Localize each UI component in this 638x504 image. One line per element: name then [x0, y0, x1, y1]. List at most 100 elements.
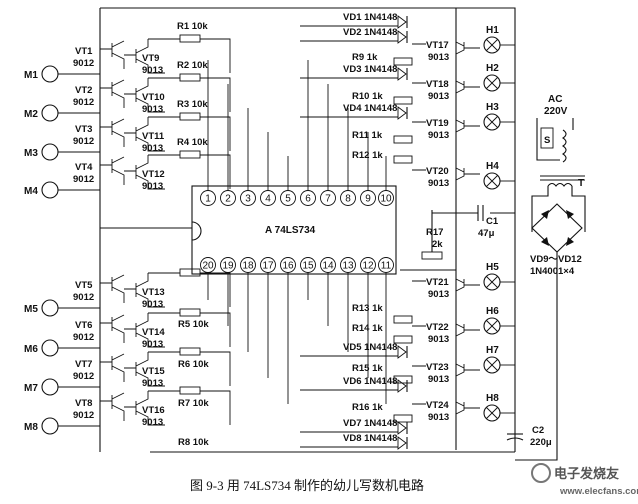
lamp-cross	[486, 175, 498, 187]
capacitor-c2: C2 220μ	[506, 425, 552, 448]
resistor-label: R15 1k	[352, 363, 383, 374]
push-button-icon	[41, 65, 59, 83]
transistor-symbol	[124, 391, 165, 426]
chip-pin-top	[320, 190, 336, 206]
transistor-symbol	[412, 36, 480, 55]
resistor-body	[179, 386, 201, 395]
transistor-type: 9012	[73, 174, 94, 185]
lamp-label: H7	[486, 345, 499, 356]
transistor-symbol	[124, 117, 165, 152]
diode-symbol	[397, 30, 407, 44]
lamp-label: H3	[486, 102, 499, 113]
chip-notch	[191, 221, 202, 241]
bridge-part: 1N4001×4	[530, 266, 575, 277]
diode-symbol	[397, 436, 407, 450]
transistor-type: 9013	[142, 378, 163, 389]
transistor-name: VT23	[426, 362, 449, 373]
lamp-label: H4	[486, 161, 499, 172]
diode-label: VD2 1N4148	[343, 27, 397, 38]
transistor-name: VT17	[426, 40, 449, 51]
resistor-label: R16 1k	[352, 402, 383, 413]
chip-pin-bottom-number: 16	[282, 261, 294, 272]
lamp-label: H2	[486, 63, 499, 74]
bridge-wire-b	[571, 186, 586, 232]
transistor-name: VT24	[426, 400, 449, 411]
chip-pin-bottom-number: 13	[342, 261, 354, 272]
chip-pin-bottom-number: 14	[322, 261, 334, 272]
switch-label: S	[544, 135, 550, 146]
transistor-symbol	[124, 155, 165, 190]
transistor-type: 9013	[142, 143, 163, 154]
transistor-type: 9012	[73, 97, 94, 108]
transistor-type: 9012	[73, 136, 94, 147]
chip-pin-top-number: 6	[305, 194, 311, 205]
chip-pin-top	[300, 190, 316, 206]
transistor-name: VT20	[426, 166, 449, 177]
wiring	[99, 7, 516, 453]
transistor-symbol	[412, 318, 480, 337]
chip-label: A 74LS734	[265, 225, 316, 236]
transistor-type: 9013	[142, 339, 163, 350]
transistor-name: VT5	[75, 280, 93, 291]
transistor-symbol	[100, 118, 125, 147]
chip-pin-bottom	[220, 257, 236, 273]
bridge-output	[515, 252, 558, 461]
resistor-label: R10 1k	[352, 91, 383, 102]
transistor-name: VT22	[426, 322, 449, 333]
chip-pin-top-number: 2	[225, 194, 231, 205]
chip-pin-top	[240, 190, 256, 206]
transistor-name: VT3	[75, 124, 92, 135]
ac-wire-a	[536, 118, 560, 161]
chip-pin-top-number: 8	[345, 194, 351, 205]
power-supply: AC 220V S T VD9～VD12 1N4001×4	[515, 94, 586, 461]
c1-name: C1	[486, 216, 499, 227]
transistor-type: 9013	[142, 299, 163, 310]
transistor-symbol	[100, 314, 125, 343]
bridge-diode-2	[566, 210, 574, 219]
chip-pin-top	[200, 190, 216, 206]
lamp-label: H6	[486, 306, 499, 317]
transistor-name: VT10	[142, 92, 165, 103]
transistor-type: 9013	[142, 65, 163, 76]
resistor-r17: R17 2k	[421, 227, 443, 260]
push-button-icon	[41, 181, 59, 199]
lamp-label: H8	[486, 393, 499, 404]
transistor-type: 9012	[73, 292, 94, 303]
resistor-body	[393, 414, 413, 423]
transistor-name: VT6	[75, 320, 92, 331]
transistor-type: 9013	[428, 130, 449, 141]
button-label: M4	[24, 186, 38, 197]
transistor-type: 9012	[73, 371, 94, 382]
resistor-label: R6 10k	[178, 359, 209, 370]
transistor-name: VT9	[142, 53, 159, 64]
transistor-name: VT19	[426, 118, 449, 129]
lamp-cross	[486, 407, 498, 419]
chip-pin-bottom-number: 20	[202, 261, 214, 272]
lamp-cross	[486, 320, 498, 332]
capacitor-c1: C1 47μ	[477, 205, 499, 239]
push-button-icon	[41, 339, 59, 357]
ac-voltage: 220V	[544, 106, 568, 117]
chip-pin-top	[360, 190, 376, 206]
transistor-name: VT16	[142, 405, 165, 416]
resistor-body	[179, 73, 201, 82]
resistor-wire	[148, 390, 231, 425]
resistor-body	[179, 268, 201, 277]
bridge-diode-4	[566, 237, 574, 246]
transistor-symbol	[100, 392, 125, 421]
diode-label: VD1 1N4148	[343, 12, 397, 23]
transistor-name: VT8	[75, 398, 92, 409]
transistor-type: 9013	[428, 374, 449, 385]
bridge-diode-3	[541, 237, 549, 246]
transistor-type: 9012	[73, 410, 94, 421]
resistor-body	[393, 96, 413, 105]
bridge-name: VD9～VD12	[530, 254, 582, 265]
lamp-cross	[486, 276, 498, 288]
watermark-logo-icon	[531, 463, 551, 483]
resistor-wire	[148, 77, 231, 112]
transistor-symbol	[124, 39, 165, 74]
